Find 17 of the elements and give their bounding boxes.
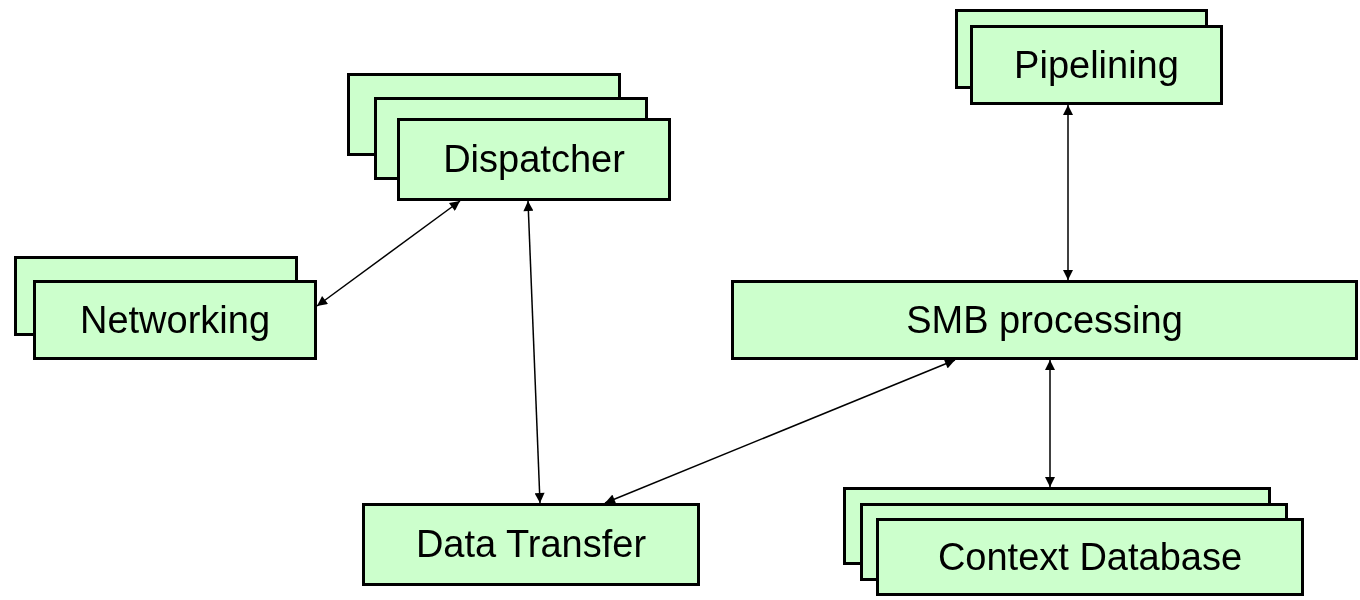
box-label: Context Database: [937, 535, 1243, 579]
box-label: Dispatcher: [443, 138, 625, 181]
double-arrow: [523, 200, 545, 504]
stacked-process-box: [14, 256, 317, 360]
double-arrow: [1045, 359, 1055, 488]
process-box: [362, 503, 700, 586]
stacked-process-box: [347, 73, 671, 201]
box-label: Networking: [79, 298, 271, 342]
process-box: [731, 280, 1358, 360]
stacked-process-box: [955, 9, 1223, 105]
box-label: Pipelining: [1014, 43, 1179, 87]
double-arrow: [316, 200, 461, 307]
box-label: SMB processing: [906, 298, 1183, 342]
double-arrow: [1063, 104, 1073, 281]
stacked-process-box: [843, 487, 1304, 598]
double-arrow: [604, 359, 956, 504]
box-label: Data Transfer: [415, 523, 647, 566]
